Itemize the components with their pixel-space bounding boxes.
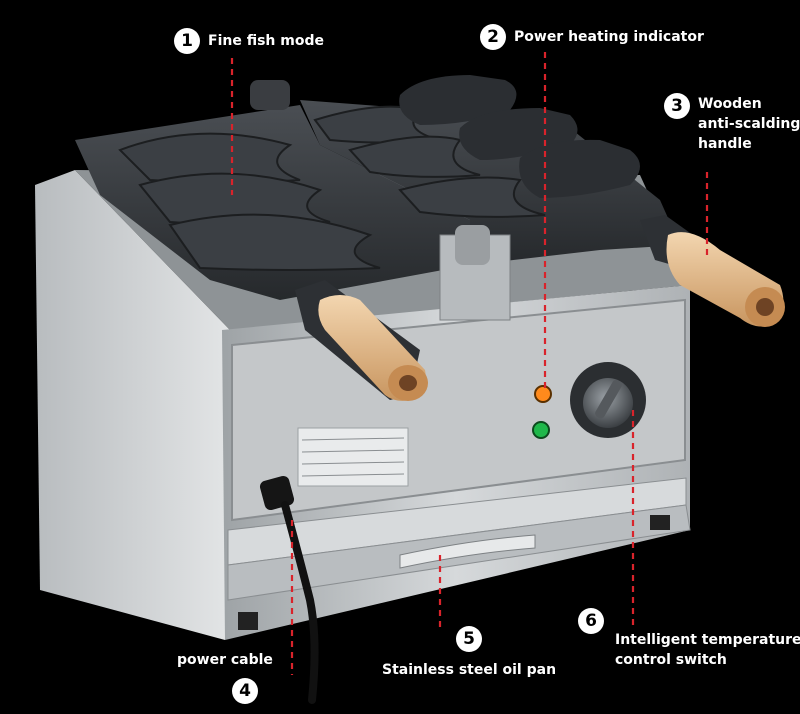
power-indicator-light-icon	[534, 385, 552, 403]
callout-label-6: Intelligent temperature control switch	[615, 630, 800, 670]
callout-label-2: Power heating indicator	[514, 29, 704, 45]
callout-label-3-line-3: handle	[698, 136, 752, 152]
fish-mold-plates	[75, 75, 680, 321]
heating-indicator-light-icon	[532, 421, 550, 439]
callout-number-6: 6	[578, 608, 604, 634]
callout-label-1: Fine fish mode	[208, 33, 324, 49]
callout-label-3-line-1: Wooden	[698, 96, 762, 112]
leader-lines	[230, 52, 709, 675]
callout-label-6-line-2: control switch	[615, 652, 727, 668]
control-panel	[532, 362, 646, 439]
callout-fine-fish-mode: 1 Fine fish mode	[174, 28, 324, 54]
wooden-handles	[295, 215, 785, 401]
callout-label-3-line-2: anti-scalding	[698, 116, 800, 132]
callout-number-4: 4	[232, 678, 258, 704]
callout-label-6-line-1: Intelligent temperature	[615, 632, 800, 648]
callout-wooden-handle: 3 Wooden anti-scalding handle	[664, 93, 800, 154]
callout-number-1: 1	[174, 28, 200, 54]
callout-label-4: power cable	[177, 652, 273, 668]
callout-number-2: 2	[480, 24, 506, 50]
callout-power-heating-indicator: 2 Power heating indicator	[480, 24, 704, 50]
callout-label-3: Wooden anti-scalding handle	[698, 94, 800, 154]
power-cable	[259, 475, 319, 704]
callout-oil-pan: 5 Stainless steel oil pan	[382, 626, 556, 680]
callout-number-3: 3	[664, 93, 690, 119]
callout-number-5: 5	[456, 626, 483, 652]
callout-label-5: Stainless steel oil pan	[382, 662, 557, 678]
